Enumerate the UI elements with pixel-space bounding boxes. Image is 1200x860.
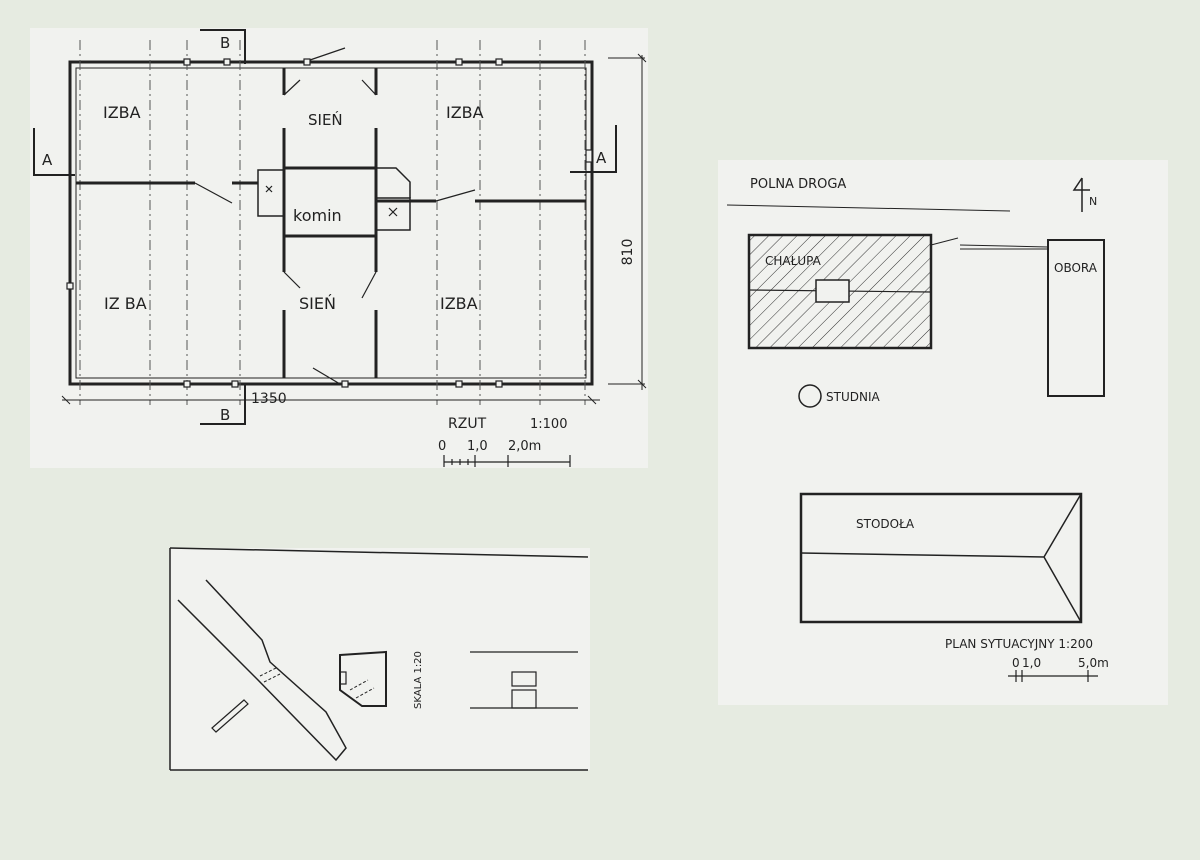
section-mark-b-bottom: B xyxy=(220,406,230,424)
floor-plan-panel xyxy=(30,28,648,468)
site-scale-tick-0: 0 xyxy=(1012,656,1020,670)
scale-bar-tick-0: 0 xyxy=(438,439,446,454)
floor-scale-bar xyxy=(443,455,571,467)
stodola-building xyxy=(799,492,1083,624)
stove-left xyxy=(257,169,285,217)
axis-lines xyxy=(79,40,586,405)
floor-plan xyxy=(33,29,647,467)
detail-scale-label: SKALA 1:20 xyxy=(413,651,424,709)
window-marks xyxy=(66,58,593,388)
chalupa-chimney xyxy=(815,279,850,303)
room-label-sien-top: SIEŃ xyxy=(308,110,343,129)
section-marks xyxy=(33,29,617,425)
studnia-label: STUDNIA xyxy=(826,390,880,404)
section-mark-a-left: A xyxy=(42,151,53,169)
stodola-label: STODOŁA xyxy=(856,517,915,531)
floor-plan-scale: 1:100 xyxy=(530,417,567,432)
chalupa-label: CHAŁUPA xyxy=(765,254,822,268)
room-label-izba-bottom-left: IZ BA xyxy=(104,294,147,313)
site-scale-tick-2: 5,0m xyxy=(1078,656,1109,670)
road-label: POLNA DROGA xyxy=(750,177,846,192)
floor-plan-title: RZUT xyxy=(448,416,487,432)
outer-wall xyxy=(68,60,594,386)
section-mark-b-top: B xyxy=(220,34,230,52)
north-arrow xyxy=(1072,177,1090,212)
site-scale-bar xyxy=(1008,670,1098,682)
site-plan-title: PLAN SYTUACYJNY 1:200 xyxy=(945,637,1093,651)
road-line xyxy=(726,204,1011,212)
dimension-height: 810 xyxy=(620,239,636,266)
dimension-lines xyxy=(61,53,647,405)
site-plan xyxy=(726,177,1105,682)
stove-right xyxy=(375,197,411,231)
studnia-well xyxy=(798,384,822,408)
section-mark-a-right: A xyxy=(596,149,607,167)
room-label-izba-top-left: IZBA xyxy=(103,103,141,122)
detail-drawing xyxy=(169,547,589,771)
detail-panel xyxy=(170,548,590,770)
scale-bar-tick-1: 1,0 xyxy=(467,439,488,454)
room-label-komin: komin xyxy=(293,206,342,225)
obora-building xyxy=(1047,239,1105,397)
obora-label: OBORA xyxy=(1054,261,1098,275)
room-label-izba-bottom-right: IZBA xyxy=(440,294,478,313)
room-label-sien-bottom: SIEŃ xyxy=(299,294,336,313)
doors xyxy=(194,47,476,385)
room-label-izba-top-right: IZBA xyxy=(446,103,484,122)
scale-bar-tick-2: 2,0m xyxy=(508,439,541,454)
north-label: N xyxy=(1089,195,1097,208)
site-scale-tick-1: 1,0 xyxy=(1022,656,1041,670)
dimension-width: 1350 xyxy=(251,391,287,407)
